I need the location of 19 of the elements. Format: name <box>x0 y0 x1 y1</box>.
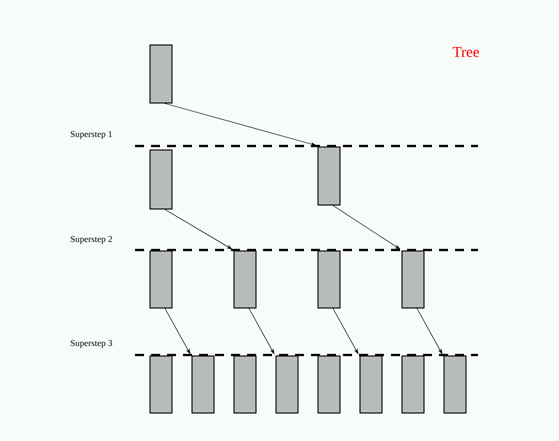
processor-bar <box>444 355 466 414</box>
processor-bar <box>150 44 172 104</box>
processor-bar <box>276 355 298 414</box>
processor-bar <box>150 150 172 210</box>
processor-bar <box>318 146 340 206</box>
title: Tree <box>452 47 479 57</box>
step-label: Superstep 3 <box>70 340 112 348</box>
processor-bar <box>150 250 172 308</box>
processor-bar <box>318 355 340 414</box>
processor-bar <box>360 355 382 414</box>
processor-bar <box>234 355 256 414</box>
step-label: Superstep 2 <box>70 236 112 244</box>
processor-bar <box>402 355 424 414</box>
processor-bar <box>234 250 256 308</box>
processor-bar <box>402 250 424 308</box>
step-label: Superstep 1 <box>70 131 112 139</box>
processor-bar <box>150 355 172 414</box>
processor-bar <box>318 250 340 308</box>
processor-bar <box>192 355 214 414</box>
